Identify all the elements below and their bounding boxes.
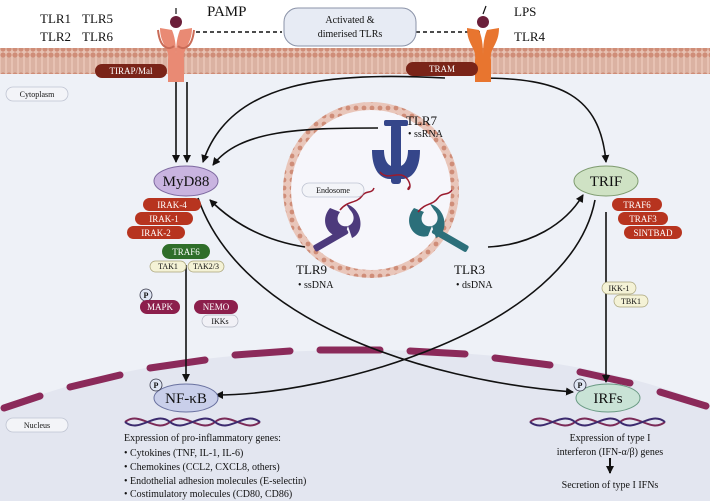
tlr3-ligand-label: • dsDNA <box>456 280 493 291</box>
traf3-label: TRAF3 <box>629 214 657 224</box>
tlr3-label: TLR3 <box>454 262 485 277</box>
irak-label-3: IRAK-2 <box>141 228 171 238</box>
irfs-phospho-label: P <box>578 381 583 390</box>
tlr6-label: TLR6 <box>82 29 114 44</box>
mapk-pill <box>140 300 180 314</box>
irak-label-2: IRAK-1 <box>149 214 179 224</box>
tirap-mal-label: TIRAP/Mal <box>109 66 153 76</box>
trif-traf6-label: TRAF6 <box>623 200 651 210</box>
arrow-tram-trif <box>479 77 610 163</box>
tbk1-pill <box>613 294 649 308</box>
tlr5-label: TLR5 <box>82 11 113 26</box>
tak23-label: TAK2/3 <box>193 262 219 271</box>
myd88-node <box>153 165 219 197</box>
tlr3-dna-strand <box>417 189 453 213</box>
tlr9-receptor <box>313 204 361 252</box>
lps-label: LPS <box>514 4 536 19</box>
irf-secretion-label: Secretion of type I IFNs <box>562 480 659 491</box>
tak1-label: TAK1 <box>158 262 178 271</box>
cytoplasm-tag <box>5 86 69 102</box>
tram-pill <box>406 62 478 76</box>
nfkb-phospho-badge <box>149 378 163 392</box>
trif-node <box>573 165 639 197</box>
irak-pill-2 <box>135 212 193 225</box>
traf6-label: TRAF6 <box>172 247 200 257</box>
endosome-tag <box>301 182 365 198</box>
tak23-pill <box>187 260 225 273</box>
trif-traf6-pill <box>612 198 662 211</box>
irak-pill-3 <box>127 226 185 239</box>
tlr7-ligand-label: • ssRNA <box>408 129 444 140</box>
tlr9-ligand-label: • ssDNA <box>298 280 334 291</box>
arrow-myd88-irfs <box>197 197 574 396</box>
irak-label-1: IRAK-4 <box>157 200 187 210</box>
traf3-pill <box>618 212 668 225</box>
lps-stem <box>482 5 487 15</box>
irf-target-dna <box>529 417 666 427</box>
nfkb-target-dna <box>124 417 261 427</box>
tlr3-receptor <box>409 204 469 252</box>
activated-label-line2: dimerised TLRs <box>318 29 383 40</box>
mapk-label: MAPK <box>147 302 174 312</box>
tlr1-label: TLR1 <box>40 11 71 26</box>
tlr7-receptor <box>372 120 420 184</box>
nemo-pill <box>194 300 238 314</box>
nfkb-genes-title: Expression of pro-inflammatory genes: <box>124 433 281 444</box>
tlr4-label: TLR4 <box>514 29 546 44</box>
nucleus-tag <box>5 417 69 433</box>
mapk-phospho-label: P <box>144 291 149 300</box>
nfkb-gene-item: • Chemokines (CCL2, CXCL8, others) <box>124 462 280 473</box>
tbk1-label: TBK1 <box>621 297 641 306</box>
nemo-label: NEMO <box>203 302 230 312</box>
irf-genes-line2: interferon (IFN-α/β) genes <box>557 447 664 458</box>
ikk1-label: IKK-1 <box>609 284 630 293</box>
activated-label-line1: Activated & <box>325 15 374 26</box>
activated-tlrs-box <box>283 7 417 47</box>
tlr1-tlr2-receptor <box>157 28 195 82</box>
ikks-pill <box>201 314 239 328</box>
nuclear-envelope <box>0 346 710 412</box>
nfkb-node <box>153 383 219 413</box>
irfs-label: IRFs <box>593 391 622 407</box>
pamp-ligand <box>170 16 182 28</box>
myd88-label: MyD88 <box>163 174 210 190</box>
traf6-pill <box>162 244 210 259</box>
irak-pill-1 <box>143 198 201 211</box>
arrow-tlr9-myd88 <box>209 199 306 248</box>
tlr2-label: TLR2 <box>40 29 71 44</box>
endosome-label: Endosome <box>316 186 350 195</box>
lps-ligand <box>477 16 489 28</box>
nfkb-label: NF-κB <box>165 391 207 407</box>
tak1-pill <box>149 260 187 273</box>
arrow-trif-nfkb <box>215 199 596 399</box>
nucleus-label: Nucleus <box>24 421 50 430</box>
trif-label: TRIF <box>590 174 623 190</box>
arrow-tlr7-myd88 <box>212 127 379 166</box>
nfkb-gene-item: • Endothelial adhesion molecules (E-sele… <box>124 476 306 487</box>
tram-label: TRAM <box>429 64 455 74</box>
irfs-phospho-badge <box>573 378 587 392</box>
tlr9-dna-strand <box>339 187 375 211</box>
tlr9-label: TLR9 <box>296 262 327 277</box>
ikks-label: IKKs <box>211 317 228 326</box>
pamp-label: PAMP <box>207 4 246 20</box>
nfkb-phospho-label: P <box>154 381 159 390</box>
tlr7-rna-strand <box>379 171 411 191</box>
arrow-tram-myd88 <box>201 75 446 163</box>
tlr4-receptor <box>467 28 499 82</box>
sintbad-pill <box>624 226 682 239</box>
irf-genes-line1: Expression of type I <box>570 433 651 444</box>
tirap-mal-pill <box>95 64 167 78</box>
irfs-node <box>575 383 641 413</box>
tlr7-label: TLR7 <box>406 113 438 128</box>
nfkb-gene-item: • Cytokines (TNF, IL-1, IL-6) <box>124 448 243 459</box>
cytoplasm-label: Cytoplasm <box>20 90 55 99</box>
nfkb-gene-item: • Costimulatory molecules (CD80, CD86) <box>124 489 292 500</box>
arrow-tlr3-trif <box>487 194 584 248</box>
sintbad-label: SINTBAD <box>633 228 673 238</box>
ikk1-pill <box>601 281 637 295</box>
